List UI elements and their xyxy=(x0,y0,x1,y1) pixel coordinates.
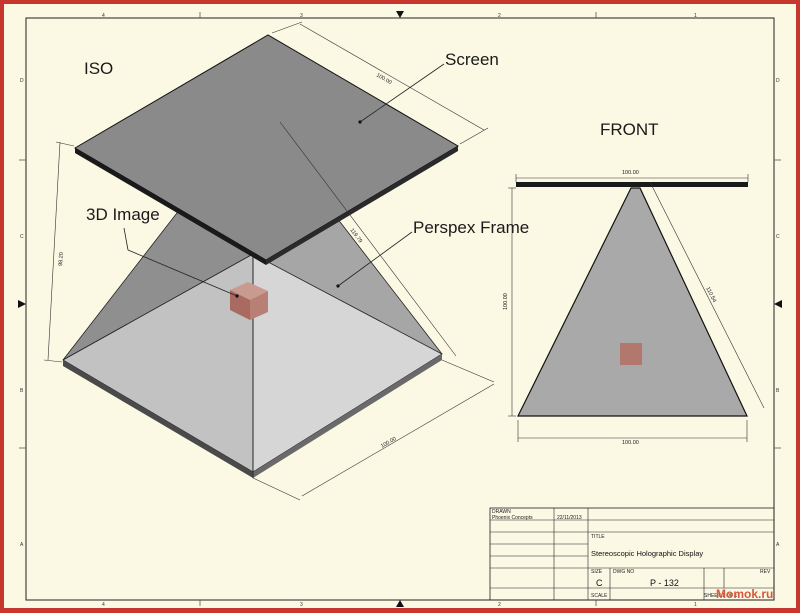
screen-label: Screen xyxy=(445,50,499,69)
tb-dwg-no: P - 132 xyxy=(650,578,679,588)
zone-row-label: C xyxy=(20,234,24,240)
tb-sheet: SHEET 1 OF 1 xyxy=(704,593,737,599)
front-view-label: FRONT xyxy=(600,120,659,139)
title-block: DRAWN Phoenix Concepts 22/11/2013 TITLE … xyxy=(489,507,775,601)
iso-screen-plate xyxy=(74,34,459,261)
iso-view-label: ISO xyxy=(84,59,113,78)
pyramid-base-edge-left xyxy=(63,360,253,478)
front-frame-triangle xyxy=(517,187,748,417)
zone-col-label: 1 xyxy=(694,13,697,19)
zone-col-label: 3 xyxy=(300,13,303,19)
zone-col-label: 2 xyxy=(498,602,501,608)
front-dimension-lines xyxy=(508,174,765,442)
tb-date: 22/11/2013 xyxy=(557,515,582,521)
tb-drawn-label: DRAWN xyxy=(492,509,511,515)
zone-row-label: A xyxy=(20,542,24,548)
zone-col-label: 4 xyxy=(102,602,105,608)
zone-ticks xyxy=(19,12,781,606)
tb-dwg-label: DWG NO xyxy=(613,569,634,575)
zone-row-label: B xyxy=(20,388,24,394)
zone-row-label: A xyxy=(776,542,780,548)
zone-labels: 4 3 2 1 4 3 2 1 D C B A D C B A xyxy=(20,13,780,608)
center-markers xyxy=(18,11,782,607)
front-hologram-cube xyxy=(620,343,642,365)
zone-col-label: 1 xyxy=(694,602,697,608)
dim-iso-left-height: 98.20 xyxy=(58,252,65,266)
front-screen-plate xyxy=(516,182,748,187)
dim-iso-screen-edge: 100.00 xyxy=(375,73,393,87)
perspex-frame-label: Perspex Frame xyxy=(413,218,529,237)
technical-drawing: 4 3 2 1 4 3 2 1 D C B A D C B A xyxy=(18,11,782,608)
watermark: Momok.ru xyxy=(716,587,773,601)
tb-title-label: TITLE xyxy=(591,534,605,540)
pyramid-base-edge-right xyxy=(253,354,442,478)
dim-iso-base-edge: 100.00 xyxy=(380,436,398,450)
tb-size-label: SIZE xyxy=(591,569,603,575)
zone-row-label: D xyxy=(776,78,780,84)
drawing-sheet: 4 3 2 1 4 3 2 1 D C B A D C B A xyxy=(4,4,796,608)
zone-row-label: C xyxy=(776,234,780,240)
front-view: FRONT 100.00 100.00 110.54 100.00 xyxy=(503,120,765,446)
iso-dimension-lines xyxy=(43,21,495,501)
tb-scale-label: SCALE xyxy=(591,593,608,599)
tb-size: C xyxy=(596,578,603,588)
dim-front-slant: 110.54 xyxy=(704,286,717,303)
dim-front-base-width: 100.00 xyxy=(622,440,639,446)
dim-front-top-width: 100.00 xyxy=(622,170,639,176)
zone-col-label: 3 xyxy=(300,602,303,608)
leader-lines xyxy=(123,63,445,297)
hologram-cube xyxy=(230,282,268,320)
zone-col-label: 4 xyxy=(102,13,105,19)
tb-drawn-by: Phoenix Concepts xyxy=(492,515,533,521)
tb-rev-label: REV xyxy=(760,569,771,575)
zone-row-label: B xyxy=(776,388,780,394)
iso-view: 100.00 98.20 119.79 100.00 ISO Screen 3D… xyxy=(43,21,529,501)
tb-title: Stereoscopic Holographic Display xyxy=(591,549,703,558)
dim-front-height: 100.00 xyxy=(503,293,509,310)
zone-row-label: D xyxy=(20,78,24,84)
zone-col-label: 2 xyxy=(498,13,501,19)
image-3d-label: 3D Image xyxy=(86,205,160,224)
